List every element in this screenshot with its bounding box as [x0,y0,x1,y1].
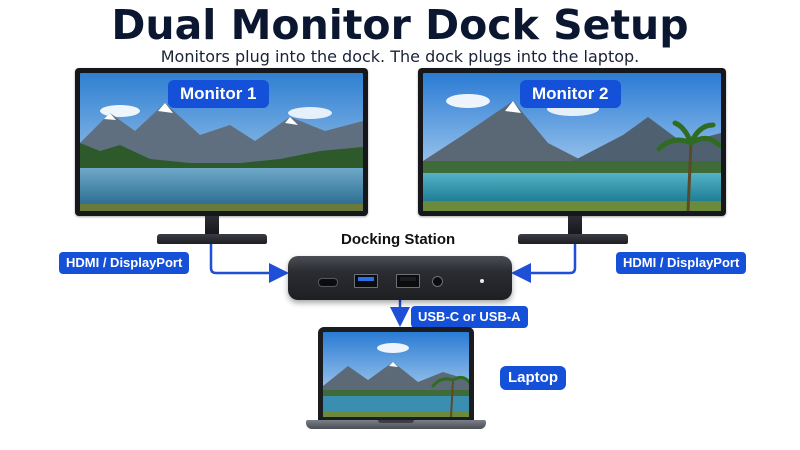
monitor-1-screen [80,73,363,211]
usb-c-port-icon [318,278,338,287]
cable-monitor-2 [511,216,577,283]
audio-jack-icon [432,276,443,287]
monitor-1-connection-label: HDMI / DisplayPort [59,252,190,274]
laptop-screen [323,332,469,417]
monitor-1-label: Monitor 1 [168,80,269,108]
usb-a-port-blue-icon [354,274,378,288]
page-subtitle: Monitors plug into the dock. The dock pl… [160,47,640,66]
landscape-image [80,73,363,211]
dock-label: Docking Station [341,231,456,248]
docking-station [288,256,512,300]
power-led-icon [480,279,484,283]
monitor-2-label: Monitor 2 [520,80,621,108]
monitor-2-connection-label: HDMI / DisplayPort [616,252,747,274]
laptop-label: Laptop [500,366,566,390]
laptop-connection-label: USB-C or USB-A [411,306,528,328]
landscape-image [323,332,469,417]
usb-a-port-icon [396,274,420,288]
cable-monitor-1 [209,216,289,283]
page-title: Dual Monitor Dock Setup [111,1,689,49]
